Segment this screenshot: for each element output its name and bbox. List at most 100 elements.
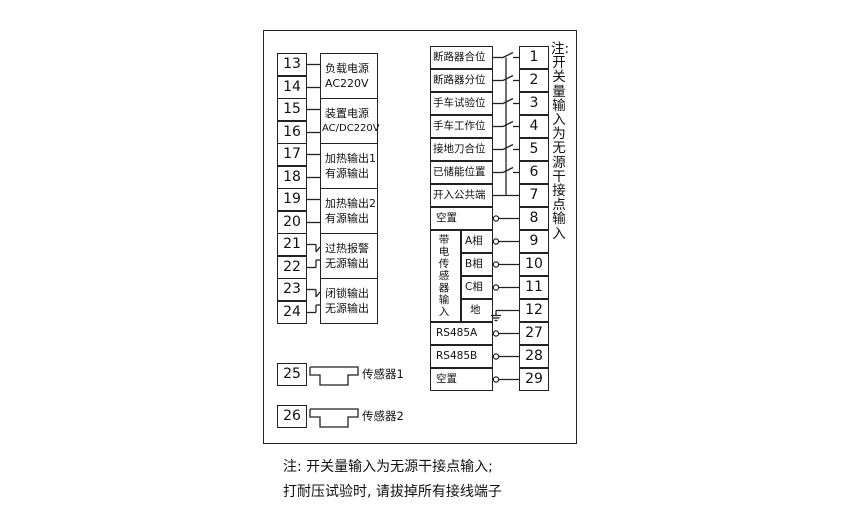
terminal-box-23 xyxy=(277,278,307,301)
input-label-box xyxy=(430,138,493,161)
terminal-group-label: AC/DC220V xyxy=(322,123,380,134)
side-note: 注:开关量输入为无源干接点输入 xyxy=(551,41,570,242)
terminal-number: 12 xyxy=(525,302,543,318)
sensor-label: 传感器2 xyxy=(362,409,404,423)
terminal-number: 27 xyxy=(525,325,543,341)
input-label-box xyxy=(430,115,493,138)
terminal-point xyxy=(492,353,500,360)
terminal-number: 21 xyxy=(283,236,301,252)
input-label: 手车工作位 xyxy=(433,120,486,132)
terminal-number: 4 xyxy=(529,118,539,134)
terminal-number: 13 xyxy=(283,56,301,72)
switch-contact xyxy=(502,120,514,128)
terminal-group-label-box xyxy=(320,143,378,189)
terminal-number: 15 xyxy=(283,101,301,117)
switch-contact xyxy=(502,51,514,59)
terminal-point xyxy=(492,238,500,245)
terminal-number: 5 xyxy=(529,141,539,157)
wiring-diagram-frame xyxy=(263,30,577,444)
terminal-group-label-box xyxy=(320,278,378,324)
terminal-box-15 xyxy=(277,98,307,121)
phase-label: 地 xyxy=(470,304,481,316)
terminal-box-19 xyxy=(277,188,307,211)
phase-label-box xyxy=(461,230,493,253)
terminal-box-3 xyxy=(519,92,549,115)
terminal-box-28 xyxy=(519,345,549,368)
sensor-input-group-label: 带电传感器输入 xyxy=(438,234,450,318)
terminal-point xyxy=(492,261,500,268)
footnote-line-1: 注: 开关量输入为无源干接点输入; xyxy=(283,459,493,475)
terminal-number: 22 xyxy=(283,259,301,275)
terminal-number: 2 xyxy=(529,72,539,88)
terminal-box-29 xyxy=(519,368,549,391)
input-label-box xyxy=(430,368,493,391)
terminal-number: 16 xyxy=(283,124,301,140)
terminal-box-13 xyxy=(277,53,307,76)
input-label: 已储能位置 xyxy=(433,166,486,178)
input-label: 手车试验位 xyxy=(433,97,486,109)
terminal-number: 18 xyxy=(283,169,301,185)
terminal-point xyxy=(492,284,500,291)
phase-label: B相 xyxy=(465,258,483,270)
phase-label-box xyxy=(461,253,493,276)
terminal-number: 23 xyxy=(283,281,301,297)
terminal-number: 28 xyxy=(525,348,543,364)
terminal-group-label: 过热报警 xyxy=(325,242,369,255)
sensor-terminal-number: 25 xyxy=(283,366,301,382)
switch-contact xyxy=(502,143,514,151)
input-label: 空置 xyxy=(436,212,457,224)
terminal-number: 17 xyxy=(283,146,301,162)
phase-label-box xyxy=(461,299,493,322)
terminal-group-label: 无源输出 xyxy=(325,257,369,270)
input-label: 断路器合位 xyxy=(433,51,486,63)
terminal-group-label: 负载电源 xyxy=(325,62,369,75)
footnote-line-2: 打耐压试验时, 请拔掉所有接线端子 xyxy=(283,484,502,500)
input-label-box xyxy=(430,207,493,230)
input-label: 空置 xyxy=(436,373,457,385)
terminal-box-9 xyxy=(519,230,549,253)
terminal-group-label: 加热输出2 xyxy=(325,197,376,210)
terminal-number: 8 xyxy=(529,210,539,226)
terminal-number: 9 xyxy=(529,233,539,249)
terminal-number: 7 xyxy=(529,187,539,203)
terminal-group-label: 加热输出1 xyxy=(325,152,376,165)
terminal-box-1 xyxy=(519,46,549,69)
terminal-box-11 xyxy=(519,276,549,299)
terminal-box-2 xyxy=(519,69,549,92)
terminal-box-4 xyxy=(519,115,549,138)
phase-label-box xyxy=(461,276,493,299)
phase-label: A相 xyxy=(465,235,483,247)
terminal-box-5 xyxy=(519,138,549,161)
sensor-label: 传感器1 xyxy=(362,367,404,381)
terminal-number: 29 xyxy=(525,371,543,387)
terminal-box-10 xyxy=(519,253,549,276)
terminal-point xyxy=(492,330,500,337)
sensor-connector-shape xyxy=(309,366,359,386)
switch-contact xyxy=(502,74,514,82)
terminal-number: 11 xyxy=(525,279,543,295)
sensor-connector-shape xyxy=(309,408,359,428)
input-label-box xyxy=(430,69,493,92)
terminal-group-label: 无源输出 xyxy=(325,302,369,315)
terminal-box-27 xyxy=(519,322,549,345)
terminal-point xyxy=(492,376,500,383)
terminal-group-label: 闭锁输出 xyxy=(325,287,369,300)
sensor-terminal-number: 26 xyxy=(283,408,301,424)
input-label-box xyxy=(430,322,493,345)
terminal-group-label: 有源输出 xyxy=(325,167,369,180)
terminal-box-8 xyxy=(519,207,549,230)
terminal-number: 3 xyxy=(529,95,539,111)
terminal-box-12 xyxy=(519,299,549,322)
switch-contact xyxy=(502,166,514,174)
terminal-number: 19 xyxy=(283,191,301,207)
sensor-terminal-box-25 xyxy=(277,363,307,386)
contact-wire xyxy=(315,291,321,298)
sensor-input-group-box xyxy=(430,230,461,322)
terminal-box-6 xyxy=(519,161,549,184)
sensor-terminal-box-26 xyxy=(277,405,307,428)
input-label: RS485B xyxy=(436,350,478,362)
terminal-number: 6 xyxy=(529,164,539,180)
phase-label: C相 xyxy=(465,281,483,293)
terminal-group-label-box xyxy=(320,98,378,144)
